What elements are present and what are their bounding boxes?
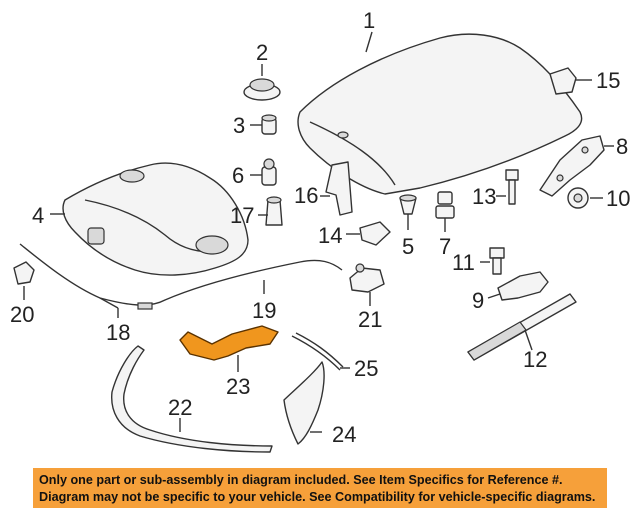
callout-1: 1 <box>363 8 375 33</box>
part-22-spoiler <box>111 345 273 453</box>
callout-12: 12 <box>523 347 547 372</box>
part-12-strut <box>467 293 577 361</box>
callout-5: 5 <box>402 234 414 259</box>
callout-14: 14 <box>318 223 342 248</box>
part-8-hinge <box>539 135 614 197</box>
part-24-air-guide <box>283 361 325 445</box>
part-23-highlighted-bracket <box>179 325 279 372</box>
part-17-clip <box>258 196 283 226</box>
callout-4: 4 <box>32 203 44 228</box>
part-9-bracket <box>487 271 549 301</box>
callout-10: 10 <box>606 186 630 211</box>
part-25-seal <box>291 332 350 371</box>
disclaimer-line-1: Only one part or sub-assembly in diagram… <box>39 473 563 487</box>
part-2-grommet <box>243 64 281 101</box>
callout-3: 3 <box>233 113 245 138</box>
part-20-clip <box>13 261 35 300</box>
part-5-push-clip <box>399 194 417 230</box>
part-7-bumper <box>435 191 455 232</box>
callout-24: 24 <box>332 422 356 447</box>
callout-15: 15 <box>596 68 620 93</box>
callout-2: 2 <box>256 40 268 65</box>
callout-25: 25 <box>354 356 378 381</box>
callout-23: 23 <box>226 374 250 399</box>
callout-13: 13 <box>472 184 496 209</box>
part-16-latch-bracket <box>320 161 353 216</box>
callout-22: 22 <box>168 395 192 420</box>
part-18-cable-end <box>99 297 119 318</box>
callout-18: 18 <box>106 320 130 345</box>
part-10-nut <box>567 187 603 209</box>
part-13-bolt <box>496 169 519 205</box>
part-4-insulation <box>50 162 249 276</box>
callout-17: 17 <box>230 203 254 228</box>
part-3-bumper-stop <box>250 114 277 135</box>
callout-7: 7 <box>439 234 451 259</box>
callout-21: 21 <box>358 307 382 332</box>
part-19-release-cable <box>19 243 343 310</box>
part-6-bumper <box>250 158 277 186</box>
callout-20: 20 <box>10 302 34 327</box>
part-15-clip <box>549 67 592 95</box>
part-11-bolt <box>480 247 505 275</box>
disclaimer-banner: Only one part or sub-assembly in diagram… <box>33 468 607 508</box>
callout-16: 16 <box>294 183 318 208</box>
callout-11: 11 <box>452 250 475 275</box>
callout-19: 19 <box>252 298 276 323</box>
disclaimer-line-2: Diagram may not be specific to your vehi… <box>39 490 596 504</box>
callout-8: 8 <box>616 134 628 159</box>
part-21-latch <box>349 263 385 306</box>
callout-6: 6 <box>232 163 244 188</box>
callout-9: 9 <box>472 288 484 313</box>
part-14-latch <box>346 221 391 246</box>
